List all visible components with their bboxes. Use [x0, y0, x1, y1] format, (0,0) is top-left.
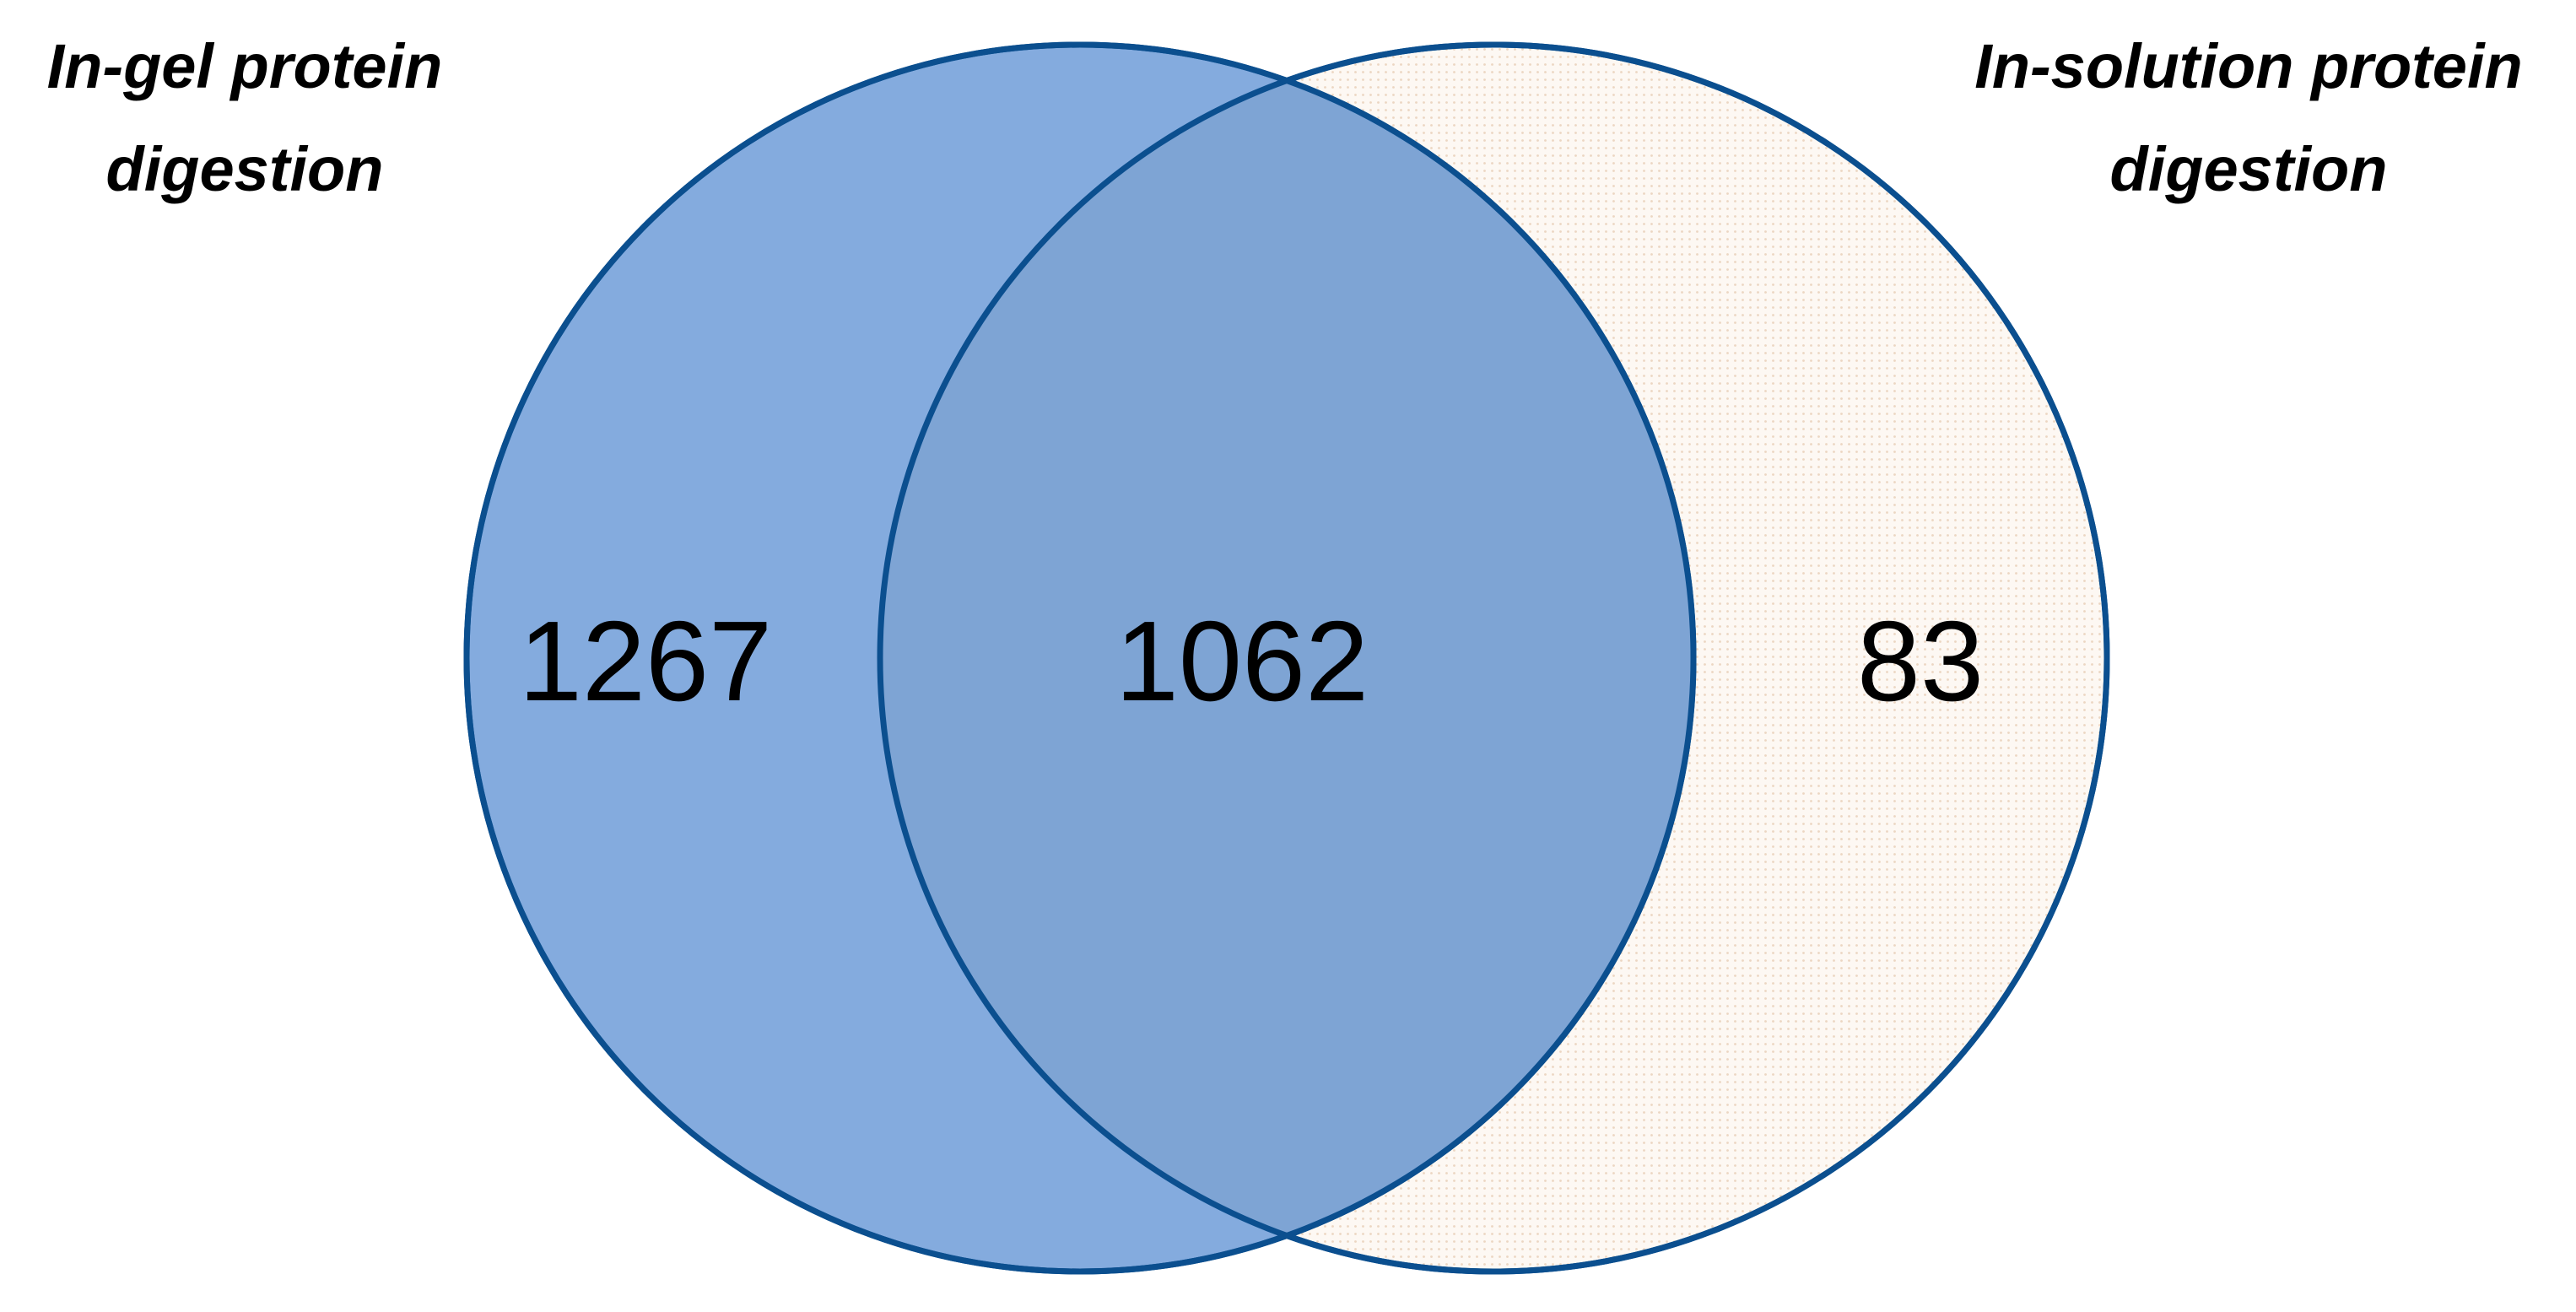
in-solution-set-label: In-solution protein digestion [1924, 15, 2573, 221]
in-gel-set-outline [463, 41, 1697, 1275]
in-gel-label-line1: In-gel protein [46, 31, 443, 101]
in-gel-label-line2: digestion [105, 134, 384, 204]
in-gel-set-label: In-gel protein digestion [0, 15, 489, 221]
overlap-count: 1062 [1115, 597, 1369, 725]
overlap-region [880, 45, 1693, 1272]
in-solution-label-line1: In-solution protein [1974, 31, 2523, 101]
in-solution-label-line2: digestion [2109, 134, 2388, 204]
in-solution-set-outline [877, 41, 2110, 1275]
in-solution-only-count: 83 [1857, 597, 1984, 725]
in-gel-only-count: 1267 [519, 597, 772, 725]
